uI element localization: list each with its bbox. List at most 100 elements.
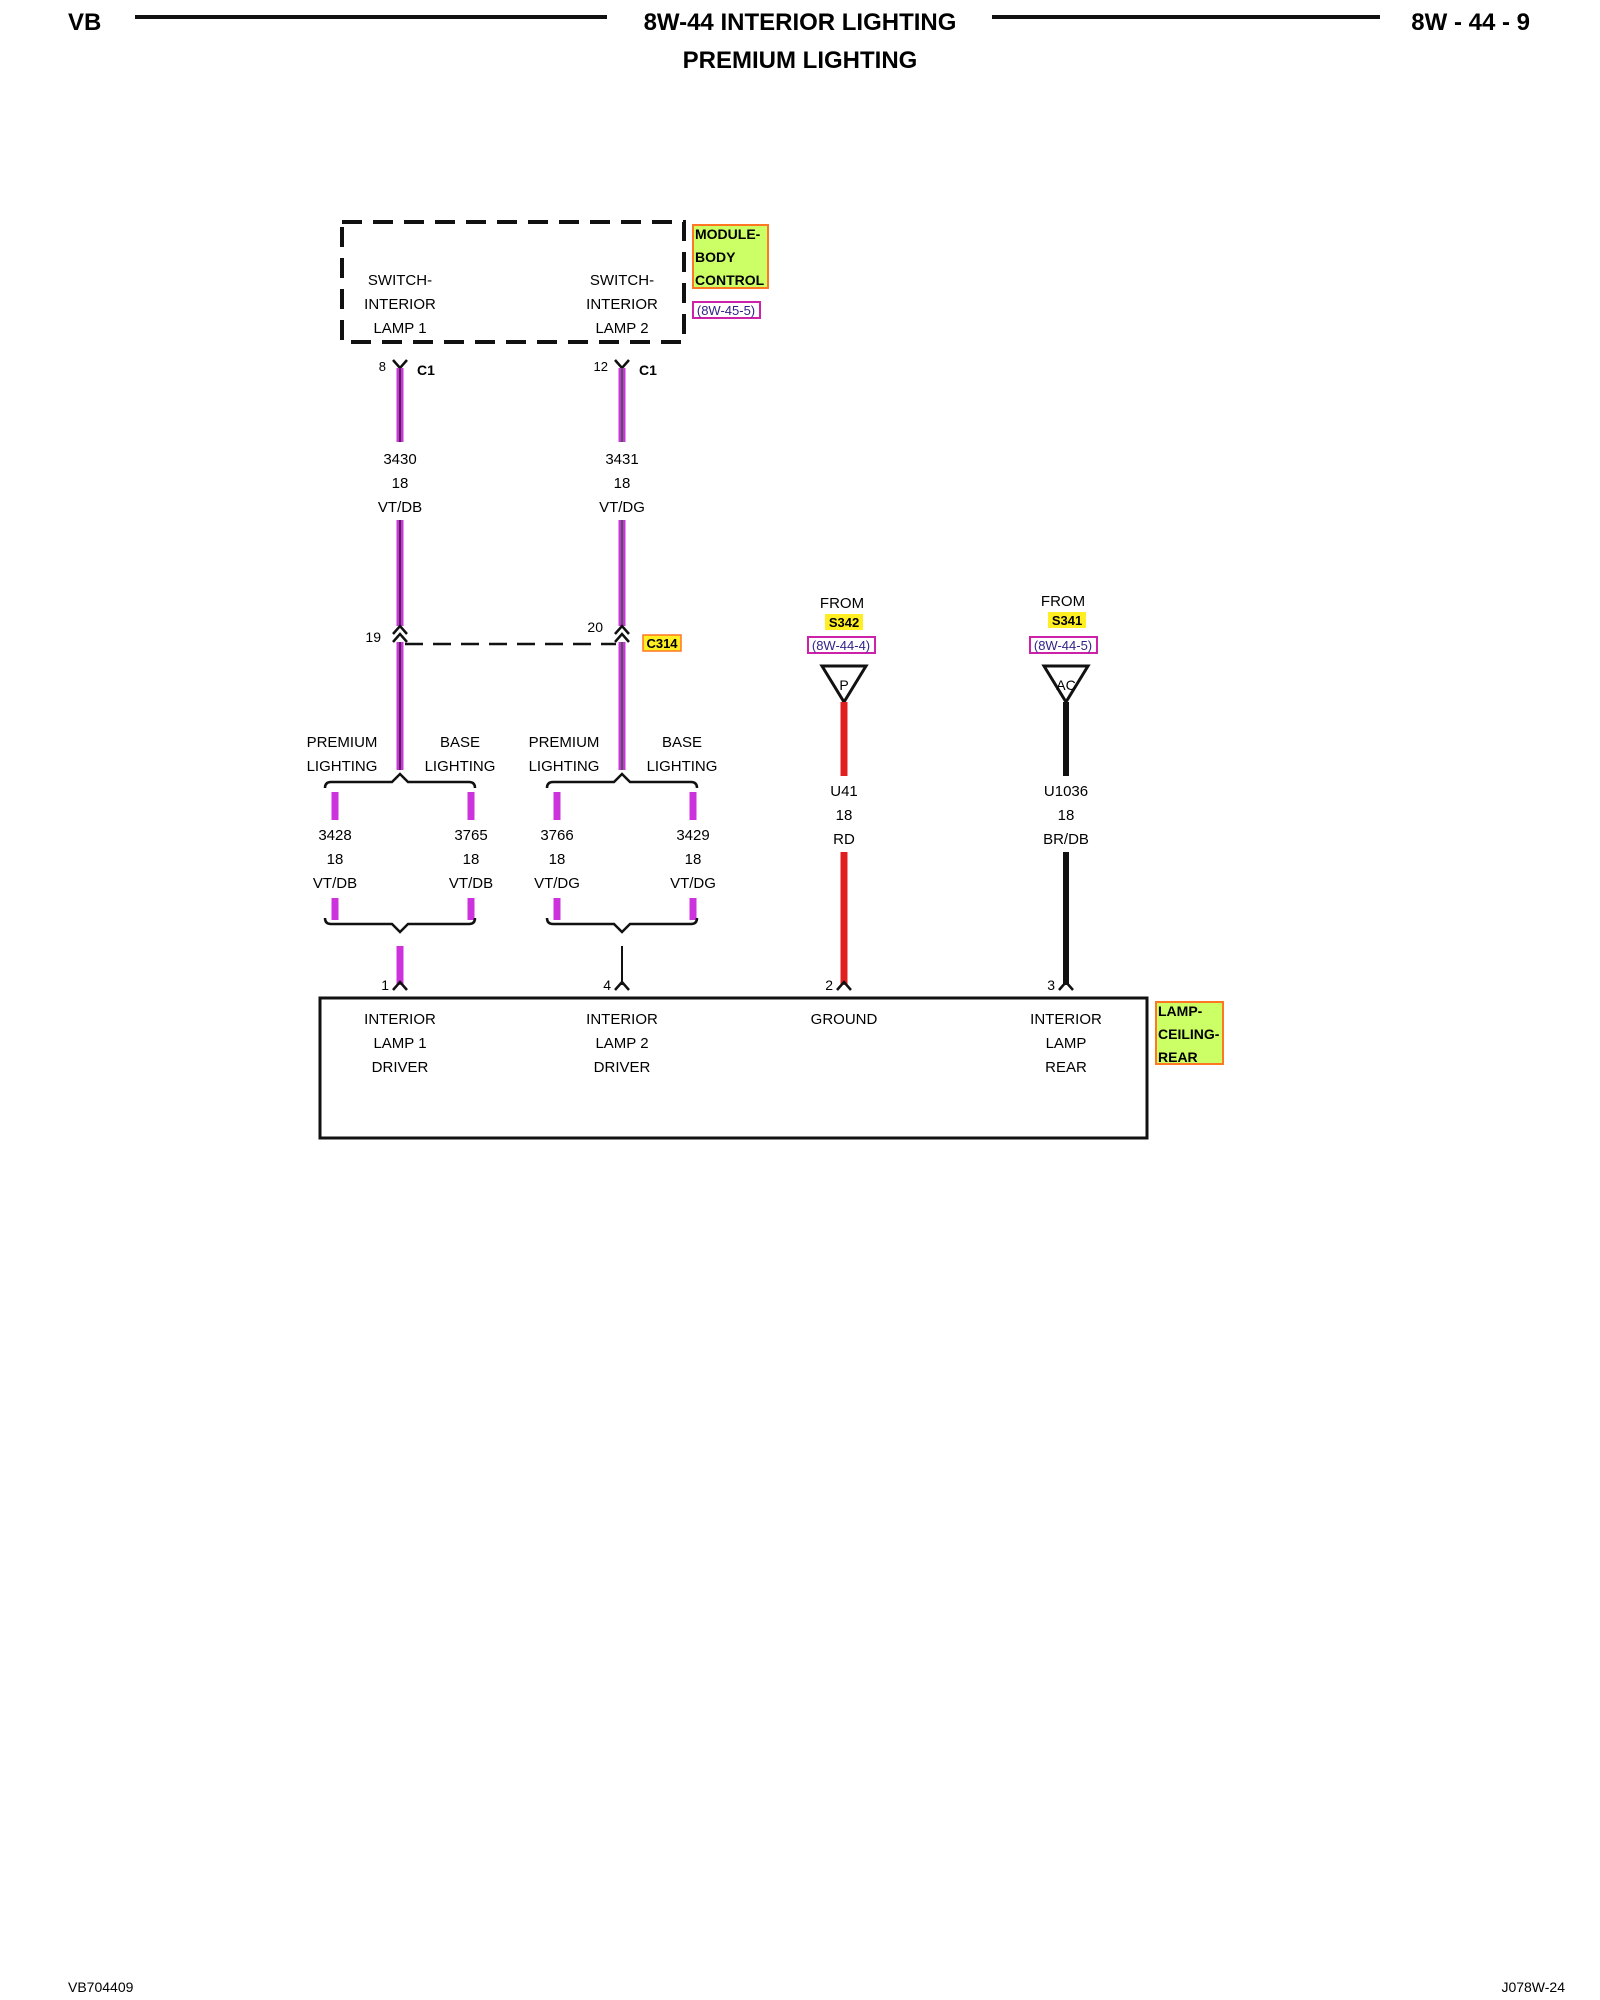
option-wire-stubs [331, 792, 697, 920]
s342-name[interactable]: S342 [829, 615, 859, 630]
switch-lamp2-line2: INTERIOR [586, 296, 658, 313]
c314-lower-wires [396, 642, 626, 770]
lamp-pin1-symbol [392, 980, 408, 991]
c314-pin20-number: 20 [587, 619, 603, 635]
switch-lamp1-line1: SWITCH- [368, 272, 432, 289]
option-join-braces [323, 917, 699, 934]
c314-pin19-number: 19 [365, 629, 381, 645]
lamp-pin1-text-line3: DRIVER [372, 1059, 429, 1076]
lamp-name-label[interactable]: LAMP- CEILING- REAR [1158, 1003, 1220, 1065]
splice-s342: FROM S342 (8W-44-4) P [807, 595, 876, 705]
option-split-braces [323, 772, 699, 789]
s341-ref-box [1029, 636, 1098, 654]
wire-3430-label: 3430 18 VT/DB [378, 451, 422, 516]
lamp-pin1-number: 1 [381, 977, 389, 993]
lamp-ceiling-rear: INTERIOR LAMP 1 DRIVER INTERIOR LAMP 2 D… [318, 996, 1224, 1140]
lamp-pin4-text-line3: DRIVER [594, 1059, 651, 1076]
wire-3765-color: VT/DB [449, 875, 493, 892]
pin8-connector-symbol [392, 359, 408, 370]
module-ref-link[interactable]: (8W-45-5) [697, 303, 755, 318]
split-brace-lamp1 [323, 772, 477, 789]
wire-u41-number: U41 [830, 783, 858, 800]
c314-pin19-symbol-b [392, 632, 408, 643]
pin12-number: 12 [594, 359, 608, 374]
module-dashed-outline [340, 220, 686, 344]
wire-u41-gauge: 18 [836, 807, 853, 824]
lamp-pin3-symbol [1058, 980, 1074, 991]
lamp-pin4-symbol [614, 980, 630, 991]
option-base-1-line1: BASE [440, 734, 480, 751]
wire-u1036-gauge: 18 [1058, 807, 1075, 824]
wire-3430-gauge: 18 [392, 475, 409, 492]
c1-label-1: C1 [417, 362, 435, 378]
lamp-pin3-text-line1: INTERIOR [1030, 1011, 1102, 1028]
lamp-pin2-symbol [836, 980, 852, 991]
wire-3431-color: VT/DG [599, 499, 645, 516]
s341-splice-symbol: AC [1056, 677, 1075, 693]
wire-3766-color: VT/DG [534, 875, 580, 892]
option-premium-1-line2: LIGHTING [307, 758, 378, 775]
switch-lamp2-line1: SWITCH- [590, 272, 654, 289]
join-brace-lamp2 [545, 917, 699, 934]
s341-highlight [1048, 612, 1086, 628]
s342-ref-box [807, 636, 876, 654]
footer-left-code: VB704409 [68, 1979, 134, 1995]
c314-pin20-symbol-b [614, 632, 630, 643]
splice-s341: FROM S341 (8W-44-5) AC [1029, 593, 1098, 705]
option-base-1-line2: LIGHTING [425, 758, 496, 775]
lamp-pin-descriptions: INTERIOR LAMP 1 DRIVER INTERIOR LAMP 2 D… [364, 1011, 1102, 1076]
switch-lamp2-label: SWITCH- INTERIOR LAMP 2 [586, 272, 658, 337]
wire-3766-gauge: 18 [549, 851, 566, 868]
page-number: 8W - 44 - 9 [1411, 9, 1530, 36]
lamp-pin3-number: 3 [1047, 977, 1055, 993]
c314-highlight [642, 634, 682, 652]
option-base-2-line1: BASE [662, 734, 702, 751]
wire-3430-color: VT/DB [378, 499, 422, 516]
wire-3431-number: 3431 [605, 451, 638, 468]
splice-wire-labels: U41 18 RD U1036 18 BR/DB [830, 783, 1089, 848]
pin8-number: 8 [379, 359, 386, 374]
lamp-pin2-number: 2 [825, 977, 833, 993]
switch-lamp1-line2: INTERIOR [364, 296, 436, 313]
s341-ref-link[interactable]: (8W-44-5) [1034, 638, 1092, 653]
wire-u1036-number: U1036 [1044, 783, 1088, 800]
lamp-name-line3: REAR [1158, 1049, 1198, 1065]
lamp-name-line2: CEILING- [1158, 1026, 1220, 1042]
module-name-line1: MODULE- [695, 226, 761, 242]
option-premium-2-line2: LIGHTING [529, 758, 600, 775]
lamp-pin1-text-line1: INTERIOR [364, 1011, 436, 1028]
lamp-name-line1: LAMP- [1158, 1003, 1203, 1019]
lamp-pin4-text-line2: LAMP 2 [595, 1035, 648, 1052]
lamp-pin2-text-line1: GROUND [811, 1011, 878, 1028]
join-brace-lamp1 [323, 917, 477, 934]
c314-label[interactable]: C314 [646, 636, 678, 651]
s341-from-label: FROM [1041, 593, 1085, 610]
lamp-pin3-text-line2: LAMP [1046, 1035, 1087, 1052]
wire-3428-gauge: 18 [327, 851, 344, 868]
wire-3765-number: 3765 [454, 827, 487, 844]
lamp-pin4-text-line1: INTERIOR [586, 1011, 658, 1028]
wire-3430-number: 3430 [383, 451, 416, 468]
s341-splice-triangle-icon [1041, 664, 1091, 705]
footer-right-code: J078W-24 [1501, 1979, 1565, 1995]
page-title: 8W-44 INTERIOR LIGHTING [644, 9, 957, 36]
module-name-line2: BODY [695, 249, 736, 265]
option-premium-1-line1: PREMIUM [307, 734, 378, 751]
option-wire-labels: 3428 18 VT/DB 3765 18 VT/DB 3766 18 VT/D… [313, 827, 716, 892]
s342-ref-link[interactable]: (8W-44-4) [812, 638, 870, 653]
wire-3428-number: 3428 [318, 827, 351, 844]
bcm-c1-connector: 8 C1 12 C1 [379, 359, 657, 378]
module-name-highlight [692, 224, 769, 289]
page-footer: VB704409 J078W-24 [68, 1979, 1565, 1995]
wire-3429-color: VT/DG [670, 875, 716, 892]
wire-3428-color: VT/DB [313, 875, 357, 892]
c314-pin20-symbol-a [614, 624, 630, 635]
switch-lamp1-label: SWITCH- INTERIOR LAMP 1 [364, 272, 436, 337]
module-name-label[interactable]: MODULE- BODY CONTROL [695, 226, 765, 288]
s341-name[interactable]: S341 [1052, 613, 1082, 628]
c314-connector: 19 20 C314 [365, 619, 682, 652]
header-left-code: VB [68, 9, 101, 36]
wire-3431-label: 3431 18 VT/DG [599, 451, 645, 516]
c1-label-2: C1 [639, 362, 657, 378]
